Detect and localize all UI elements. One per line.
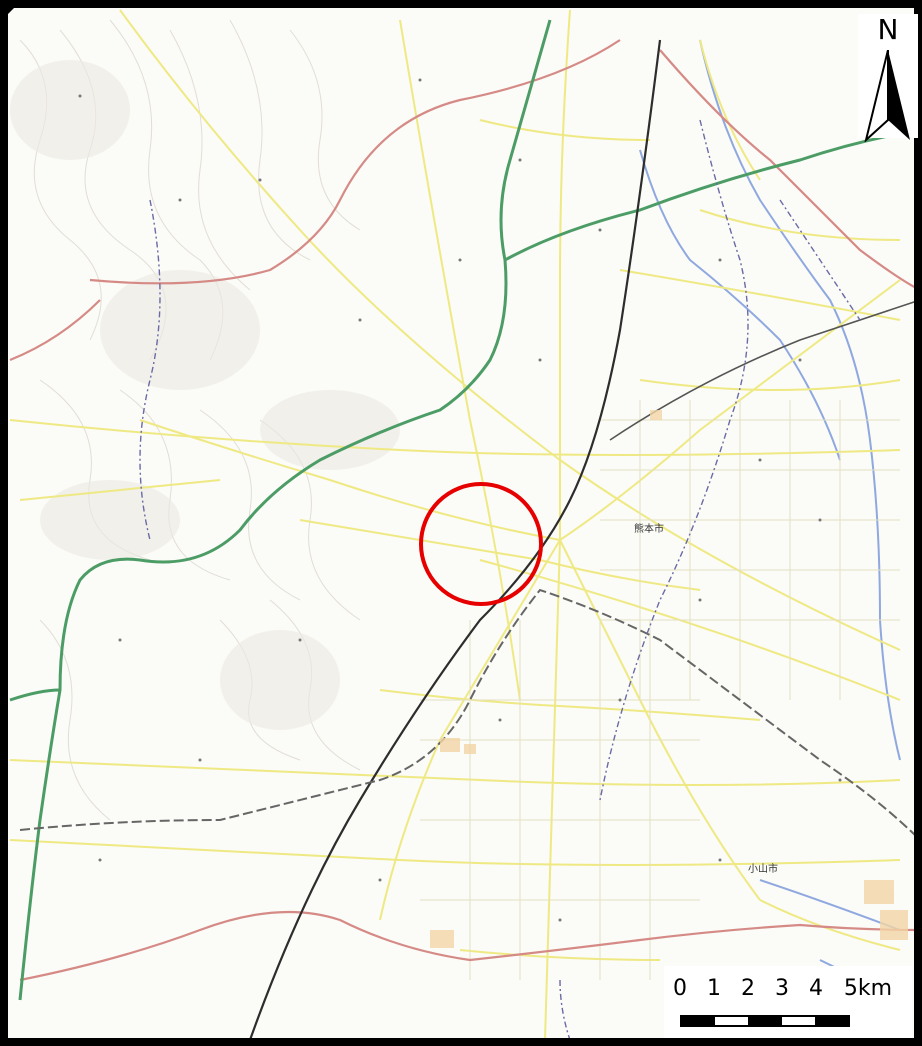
scale-segment-3 [748, 1017, 782, 1025]
north-arrow-icon [864, 50, 910, 142]
national-roads [9, 39, 921, 982]
scale-label-3: 3 [775, 976, 789, 1001]
scale-label-0: 0 [673, 976, 687, 1001]
scale-segment-5 [814, 1017, 849, 1025]
urban-areas [430, 410, 908, 948]
terrain-shading [10, 60, 400, 730]
frame-corner-mark [0, 0, 22, 22]
north-label: N [877, 13, 899, 46]
scale-bar-panel: 0 1 2 3 4 5km [664, 966, 912, 1038]
town-grid [420, 400, 900, 980]
target-location-circle [419, 482, 543, 606]
scale-segment-4 [781, 1017, 815, 1025]
scale-label-1: 1 [707, 976, 721, 1001]
city-label: 熊本市 [634, 522, 664, 535]
admin-boundaries [139, 119, 861, 1041]
place-markers [78, 78, 842, 922]
scale-segment-2 [715, 1017, 749, 1025]
scale-bar [680, 1015, 850, 1027]
north-indicator: N [858, 13, 918, 142]
railways [19, 39, 921, 1041]
scale-label-5km: 5km [843, 976, 893, 1001]
expressways [9, 19, 921, 1001]
scale-label-2: 2 [741, 976, 755, 1001]
scale-label-4: 4 [809, 976, 823, 1001]
scale-segment-1 [682, 1017, 716, 1025]
town-label: 小山市 [748, 862, 778, 875]
